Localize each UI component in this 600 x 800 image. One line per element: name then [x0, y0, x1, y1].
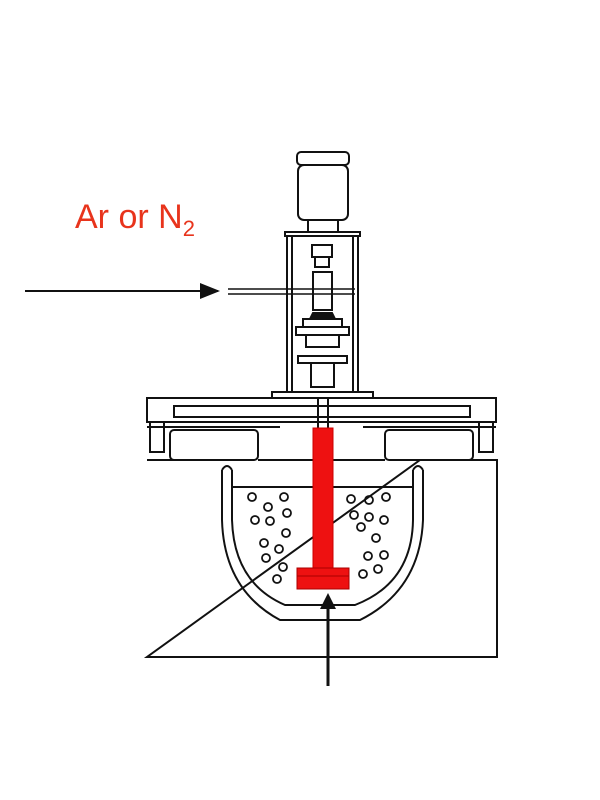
bubble: [281, 528, 291, 538]
bubble: [358, 569, 368, 579]
vessel: [221, 470, 424, 621]
bubble: [379, 515, 389, 525]
bubble: [363, 551, 373, 561]
gas-inlet-label: Ar or N2: [75, 198, 195, 242]
bubble: [263, 502, 273, 512]
bubble: [373, 564, 383, 574]
bubble: [364, 495, 374, 505]
gas-label-text: Ar or N: [75, 198, 183, 236]
bottom-inlet-arrow: [320, 593, 336, 686]
gas-label-subscript: 2: [182, 216, 195, 241]
bubble: [371, 533, 381, 543]
bubble: [259, 538, 269, 548]
bubble: [349, 510, 359, 520]
bubble: [381, 492, 391, 502]
motor-frame: [271, 231, 374, 399]
bubble: [379, 550, 389, 560]
motor: [296, 151, 350, 233]
bubble: [278, 562, 288, 572]
bubble: [272, 574, 282, 584]
bubble: [346, 494, 356, 504]
bubble: [282, 508, 292, 518]
stirrer: [296, 398, 350, 590]
bubble: [247, 492, 257, 502]
bubble: [364, 512, 374, 522]
gas-inlet-arrow: [25, 283, 355, 299]
bubble: [261, 553, 271, 563]
lid-plate: [146, 397, 497, 461]
bubble: [274, 544, 284, 554]
bubble: [250, 515, 260, 525]
bubble: [356, 522, 366, 532]
bubble: [279, 492, 289, 502]
bubble: [265, 516, 275, 526]
bubbles: [247, 492, 391, 584]
